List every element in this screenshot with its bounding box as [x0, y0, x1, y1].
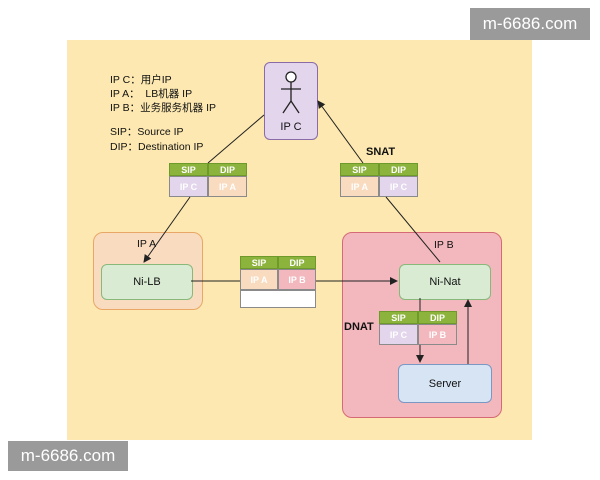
dip-header: DIP: [418, 311, 457, 324]
user-figure-icon: [281, 71, 301, 114]
legend-line: SIP：Source IP: [110, 126, 184, 138]
dip-header: DIP: [278, 256, 316, 269]
dip-cell: IP C: [379, 176, 418, 197]
watermark-top: m-6686.com: [470, 8, 590, 40]
sip-header: SIP: [240, 256, 278, 269]
sip-cell: IP A: [240, 269, 278, 290]
ninat-node: Ni-Nat: [399, 264, 491, 300]
sip-header: SIP: [379, 311, 418, 324]
edge-user-to-packet: [207, 114, 265, 164]
legend-line: IP C：用户IP: [110, 74, 172, 86]
dip-header: DIP: [208, 163, 247, 176]
user-node: IP C: [264, 62, 318, 140]
dip-cell: IP A: [208, 176, 247, 197]
server-node: Server: [398, 364, 492, 403]
legend-line: IP A： LB机器 IP: [110, 88, 193, 100]
snat-label: SNAT: [366, 146, 396, 158]
edge-packet-to-user: [317, 100, 364, 164]
dnat-label: DNAT: [344, 321, 374, 333]
dip-cell: IP B: [278, 269, 316, 290]
sip-header: SIP: [169, 163, 208, 176]
sip-cell: IP A: [340, 176, 379, 197]
lb-group-label: IP A: [137, 238, 157, 250]
sip-cell: IP C: [379, 324, 418, 345]
legend-line: DIP：Destination IP: [110, 141, 204, 153]
legend-line: IP B：业务服务机器 IP: [110, 102, 216, 114]
watermark-bottom: m-6686.com: [8, 441, 128, 471]
user-node-label: IP C: [280, 121, 302, 133]
sip-header: SIP: [340, 163, 379, 176]
nilb-node: Ni-LB: [101, 264, 193, 300]
sip-cell: IP C: [169, 176, 208, 197]
edge-ninat-to-packet: [385, 196, 441, 263]
edge-packet-to-nilb: [143, 196, 191, 263]
gue-cell: GUE: [240, 290, 316, 308]
nat-group-label: IP B: [434, 239, 454, 251]
dip-cell: IP B: [418, 324, 457, 345]
dip-header: DIP: [379, 163, 418, 176]
